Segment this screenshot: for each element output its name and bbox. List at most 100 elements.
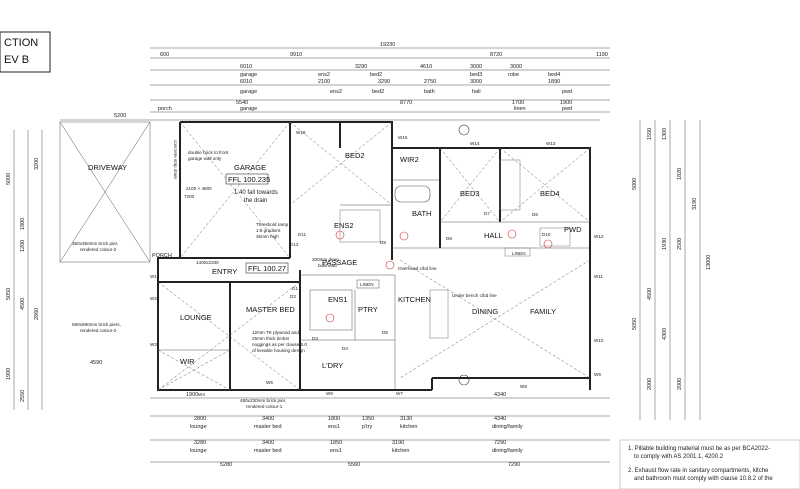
note-2b: and bathroom must comply with clause 10.… [634, 476, 773, 482]
brick-pier-1b: rendered colour-2 [80, 247, 117, 252]
dim-bottom-3-lbl-b: master bed [254, 448, 282, 454]
door-tag-d2: D2 [290, 294, 296, 299]
room-porch: PORCH [152, 253, 172, 259]
dim-top-3d: 2750 [424, 79, 436, 85]
ply-note: 12mm TK plywood and [252, 330, 299, 335]
house-walls [157, 121, 591, 391]
dim-bottom-2-lbl-c: ens1 [328, 424, 340, 430]
door-tag-d9: D9 [380, 240, 386, 245]
dim-top-1d: 1190 [596, 52, 608, 58]
plan-annotations: FFL 100.235 FFL 100.27 1:40 fall towards… [72, 140, 526, 409]
room-linen: LINEN [360, 282, 374, 287]
dim-right-1: 1550 [647, 128, 653, 140]
brick-pier-2: 590x590mm brick piers, [72, 322, 121, 327]
window-tags: W14 W13 W15 W16 W12 W11 W10 W9 W8 W7 W6 … [150, 130, 604, 397]
garage-fall: 1:40 fall towards [234, 190, 278, 196]
top-dimension-lines: 19230 600 9910 8720 1190 6010 3290 4610 … [60, 42, 610, 121]
ply-note-2: 25mm thick timber [252, 336, 290, 341]
dim-bottom-3c: 1850 [330, 440, 342, 446]
dim-top-3c: 3290 [378, 79, 390, 85]
dim-left-5: 5050 [6, 288, 12, 300]
dim-top-3b: 2100 [318, 79, 330, 85]
dim-top-2-lbl-a: garage [240, 72, 257, 78]
dim-top-2d: 3000 [470, 64, 482, 70]
dim-bottom-2-lbl-a: lounge [190, 424, 207, 430]
dim-top-3-lbl-e: hall [472, 89, 481, 95]
entry-size: 1400x2340 [196, 260, 219, 265]
dim-left-1: 5000 [6, 173, 12, 185]
window-tag-w9: W9 [594, 372, 601, 377]
dim-left-8: 4590 [90, 360, 102, 366]
dim-bottom-3-lbl-c: ens1 [330, 448, 342, 454]
dim-right-5: 3190 [692, 198, 698, 210]
dim-top-3f: 1890 [548, 79, 560, 85]
ply-note-4: of liveable housing design [252, 348, 305, 353]
room-bed2: BED2 [345, 151, 365, 160]
room-master-bed: MASTER BED [246, 305, 295, 314]
window-tag-w14: W14 [470, 141, 480, 146]
underbench-note: Under bench c/bd line [452, 293, 497, 298]
dim-top-2b: 3290 [355, 64, 367, 70]
note-1: 1. Pillable building material must be as… [628, 446, 770, 452]
right-dimension-lines: 1550 1300 5000 1820 3190 4500 1930 2500 … [632, 120, 712, 420]
dim-bottom-3-lbl-a: lounge [190, 448, 207, 454]
garage-wall-note-2: garage wall only [188, 156, 222, 161]
dim-top-2-lbl-c: bed2 [370, 72, 382, 78]
dim-right-9: 2000 [647, 378, 653, 390]
window-tag-w6: W6 [326, 391, 333, 396]
dim-bottom-2f: 4340 [494, 416, 506, 422]
dim-top-4-lbl-c: linen [514, 106, 526, 112]
dim-left-2: 1800 [20, 218, 26, 230]
dim-bottom-3d: 3190 [392, 440, 404, 446]
dim-top-4-lbl-a: porch [158, 106, 172, 112]
title-line-2: EV B [4, 54, 29, 66]
threshold-note: Threshold ramp [256, 222, 289, 227]
room-family: FAMILY [530, 307, 556, 316]
fixture-markers [325, 124, 553, 386]
dim-right-2: 1300 [662, 128, 668, 140]
notes-block: 1. Pillable building material must be as… [619, 439, 800, 489]
dim-left-3: 1200 [20, 240, 26, 252]
dim-bottom-2c: 1800 [328, 416, 340, 422]
dim-top-1c: 8720 [490, 52, 502, 58]
room-bed3: BED3 [460, 189, 480, 198]
dim-top-1a: 600 [160, 52, 169, 58]
window-tag-w1: W1 [150, 274, 157, 279]
room-hall: HALL [484, 231, 503, 240]
door-tag-d12: D12 [290, 242, 299, 247]
window-tag-w2: W2 [150, 296, 157, 301]
dim-top-3-lbl-c: bed2 [372, 89, 384, 95]
dim-top-4a: 5540 [236, 100, 248, 106]
threshold-note-3: 35mm high [256, 234, 279, 239]
brick-pier-3b: rendered colour-1 [246, 404, 283, 409]
dim-right-8: 2500 [677, 238, 683, 250]
bulkhead-note-2: bulkhead [318, 263, 337, 268]
dim-top-4c: 1700 [512, 100, 524, 106]
dim-top-1b: 9910 [290, 52, 302, 58]
title-line-1: CTION [4, 37, 38, 49]
dim-right-12: 2000 [677, 378, 683, 390]
dim-bottom-3-lbl-d: kitchen [392, 448, 409, 454]
dim-top-3-lbl-d: bath [424, 89, 435, 95]
garage-dims: 2100 × 4800 [186, 186, 212, 191]
dim-bottom-4a: 5280 [220, 462, 232, 468]
dim-bottom-2-lbl-f: dining/family [492, 424, 523, 430]
dim-bottom-2d: 1350 [362, 416, 374, 422]
left-dimension-lines: 5000 1800 1200 3200 5050 4500 2860 4590 … [6, 130, 102, 410]
dim-right-4: 1820 [677, 168, 683, 180]
window-tag-w16: W16 [296, 130, 306, 135]
brick-pier-1: 350x350mm brick pier, [72, 241, 118, 246]
window-tag-w8: W8 [520, 384, 527, 389]
dim-right-6: 4500 [647, 288, 653, 300]
dim-top-3a: 6010 [240, 79, 252, 85]
dim-top-2a: 6010 [240, 64, 252, 70]
window-tag-w15: W15 [398, 135, 408, 140]
dim-top-2-lbl-f: bed4 [548, 72, 560, 78]
dim-top-5a: 5200 [114, 113, 126, 119]
window-tag-w11: W11 [594, 274, 604, 279]
dim-bottom-2-lbl-e: kitchen [400, 424, 417, 430]
dim-left-6: 4500 [20, 298, 26, 310]
dim-top-2-lbl-e: robe [508, 72, 519, 78]
garage-wall-note: double brick to front [188, 150, 229, 155]
dim-top-4-lbl-b: garage [240, 106, 257, 112]
